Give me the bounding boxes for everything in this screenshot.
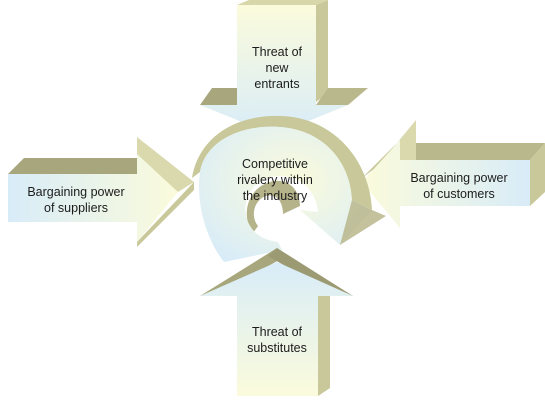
center-label-line-2: rivalery within [237,173,313,187]
center-arrow [192,115,386,262]
center-arrow-face [199,126,372,262]
left-label-line-1: Bargaining power [27,185,125,199]
center-arrow-head-bevel [340,200,386,245]
bottom-arrow-side [318,286,330,396]
top-arrow-wing-right [316,88,368,105]
bottom-arrow-face [200,262,353,396]
top-label-line-2: new [265,61,289,75]
top-arrow [200,0,368,135]
bottom-arrow-wing-left [200,248,286,296]
right-arrow-end [530,143,545,206]
right-arrow-head-upper [400,120,416,160]
right-arrow [362,120,545,228]
center-label-line-3: the industry [242,189,308,203]
left-arrow [8,137,194,247]
bottom-arrow-wing-right [268,248,353,296]
left-arrow-face [8,154,178,242]
left-label-line-2: of suppliers [44,201,108,215]
center-arrow-label: Competitive rivalery within the industry [222,156,328,204]
left-arrow-label: Bargaining power of suppliers [18,184,134,216]
bottom-label-line-2: substitutes [247,341,307,355]
top-label-line-3: entrants [254,77,300,91]
center-label-line-1: Competitive [242,157,308,171]
bottom-arrow-label: Threat of substitutes [229,324,325,356]
top-arrow-top [237,0,328,5]
bottom-label-line-1: Threat of [251,325,303,339]
top-label-line-1: Threat of [251,45,303,59]
right-label-line-1: Bargaining power [410,171,508,185]
right-label-line-2: of customers [423,187,495,201]
center-arrow-rim [192,115,372,210]
left-arrow-top [8,158,137,174]
top-arrow-face [200,5,348,135]
bottom-arrow [200,248,353,396]
top-arrow-wing-left [200,88,237,105]
center-arrow-inner-shade [246,180,300,233]
right-arrow-label: Bargaining power of customers [397,170,521,202]
top-arrow-label: Threat of new entrants [229,44,325,92]
right-arrow-top [400,143,545,160]
right-arrow-face [362,140,530,228]
left-arrow-head-upper [137,137,194,192]
top-arrow-side [316,0,328,102]
left-arrow-head-lower [137,182,194,247]
